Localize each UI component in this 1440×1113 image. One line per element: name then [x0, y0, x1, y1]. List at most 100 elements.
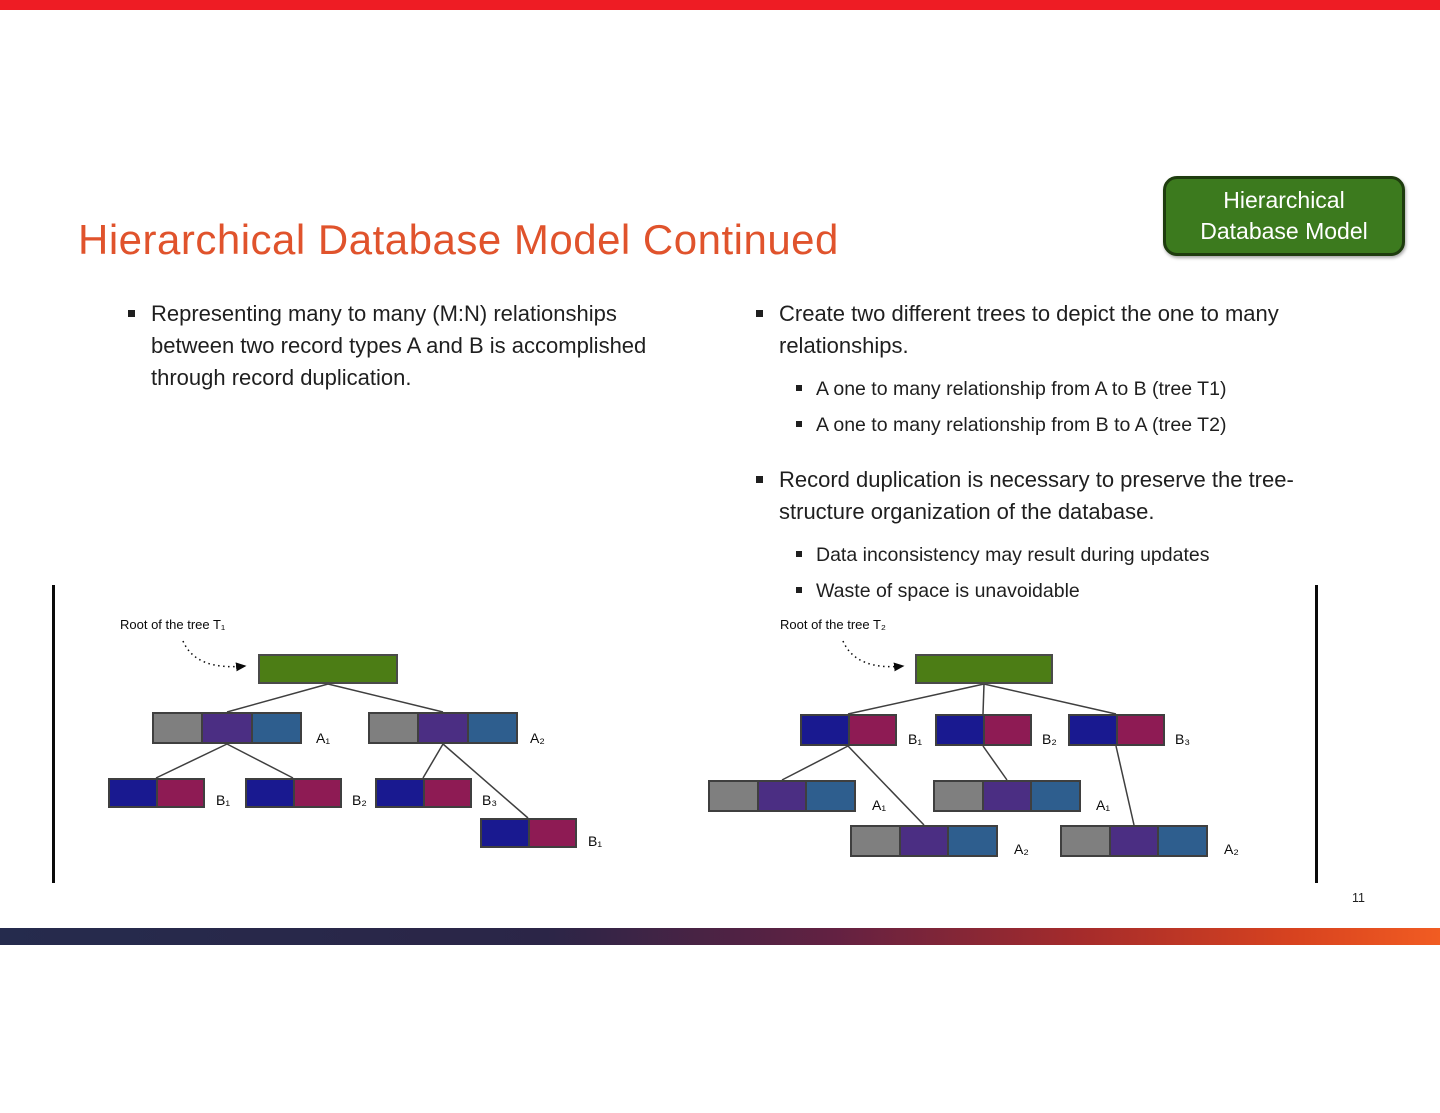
segment-maroon	[1115, 716, 1163, 744]
bottom-gradient-bar	[0, 928, 1440, 945]
bullet-item: A one to many relationship from A to B (…	[796, 376, 1368, 402]
tree-edge	[847, 745, 925, 826]
segment-purple	[756, 782, 806, 810]
t1-node-a1	[152, 712, 302, 744]
segment-navy	[377, 780, 423, 806]
bullet-text: Waste of space is unavoidable	[816, 580, 1080, 602]
segment-navy	[110, 780, 156, 806]
t1-root-label: Root of the tree T₁	[120, 617, 226, 632]
tree-edge	[847, 683, 985, 715]
segment-navy	[247, 780, 293, 806]
tree-edge	[781, 745, 849, 781]
bullet-marker	[796, 551, 802, 557]
t1-node-b3-label: B₃	[482, 792, 498, 808]
t2-node-b2-label: B₂	[1042, 731, 1057, 747]
t1-node-b3	[375, 778, 472, 808]
bullet-item: Record duplication is necessary to prese…	[756, 464, 1368, 528]
segment-navy	[937, 716, 983, 744]
t2-node-a1-first	[708, 780, 856, 812]
root-pointer-arrow	[842, 640, 905, 672]
segment-navy	[1070, 716, 1116, 744]
t1-node-a1-label: A₁	[316, 730, 331, 746]
bullet-marker	[756, 476, 763, 483]
bullet-text: Create two different trees to depict the…	[779, 301, 1279, 358]
bullet-text: A one to many relationship from A to B (…	[816, 378, 1227, 400]
bullet-item: Create two different trees to depict the…	[756, 298, 1368, 362]
bullet-item: Waste of space is unavoidable	[796, 578, 1368, 604]
page-number: 11	[1352, 891, 1365, 905]
bullet-marker	[796, 385, 802, 391]
root-pointer-arrow	[182, 640, 247, 672]
t2-node-b3-label: B₃	[1175, 731, 1191, 747]
tree-edge	[982, 745, 1008, 781]
segment-blue	[805, 782, 855, 810]
bullet-item: Representing many to many (M:N) relation…	[128, 298, 658, 394]
t2-node-a1-second	[933, 780, 1081, 812]
segment-maroon	[292, 780, 340, 806]
page-title: Hierarchical Database Model Continued	[78, 216, 839, 263]
t1-node-b2-label: B₂	[352, 792, 367, 808]
segment-gray	[154, 714, 202, 742]
segment-maroon	[527, 820, 575, 846]
segment-blue	[466, 714, 516, 742]
diagram-right-border	[1315, 585, 1318, 883]
t2-node-a2-second	[1060, 825, 1208, 857]
tree-edge	[155, 743, 228, 779]
bullet-column-left: Representing many to many (M:N) relation…	[128, 298, 658, 394]
t2-node-a2-first	[850, 825, 998, 857]
segment-gray	[370, 714, 418, 742]
t2-node-b3	[1068, 714, 1165, 746]
topic-badge-line2: Database Model	[1200, 218, 1368, 244]
t1-node-a2	[368, 712, 518, 744]
segment-navy	[482, 820, 528, 846]
segment-maroon	[422, 780, 470, 806]
bullet-marker	[756, 310, 763, 317]
t2-node-a1-first-label: A₁	[872, 797, 887, 813]
bullet-marker	[796, 587, 802, 593]
topic-badge-line1: Hierarchical	[1223, 187, 1345, 213]
top-red-bar	[0, 0, 1440, 10]
bullet-text: Record duplication is necessary to prese…	[779, 467, 1294, 524]
t1-node-b1-duplicate	[480, 818, 577, 848]
bullet-item: Data inconsistency may result during upd…	[796, 542, 1368, 568]
t2-root-label: Root of the tree T₂	[780, 617, 886, 632]
segment-purple	[898, 827, 948, 855]
tree-edge	[983, 683, 1117, 715]
t2-node-b1-label: B₁	[908, 731, 923, 747]
segment-gray	[852, 827, 899, 855]
segment-navy	[802, 716, 848, 744]
tree-edge	[982, 683, 985, 715]
segment-blue	[1157, 827, 1207, 855]
bullet-item: A one to many relationship from B to A (…	[796, 412, 1368, 438]
t2-node-b1	[800, 714, 897, 746]
t2-root-node	[915, 654, 1053, 684]
diagram-left-border	[52, 585, 55, 883]
bullet-text: Data inconsistency may result during upd…	[816, 544, 1210, 566]
t1-node-b1	[108, 778, 205, 808]
tree-edge	[327, 683, 444, 713]
segment-purple	[417, 714, 467, 742]
segment-purple	[981, 782, 1031, 810]
segment-gray	[1062, 827, 1109, 855]
t1-node-a2-label: A₂	[530, 730, 545, 746]
segment-maroon	[155, 780, 203, 806]
segment-gray	[710, 782, 757, 810]
t1-node-b2	[245, 778, 342, 808]
tree-edge	[1115, 745, 1135, 826]
segment-blue	[1030, 782, 1080, 810]
segment-gray	[935, 782, 982, 810]
t2-node-b2	[935, 714, 1032, 746]
tree-edge	[226, 743, 294, 779]
bullet-text: A one to many relationship from B to A (…	[816, 414, 1227, 436]
segment-blue	[947, 827, 997, 855]
bullet-column-right: Create two different trees to depict the…	[756, 298, 1368, 604]
t1-node-b1-label: B₁	[216, 792, 231, 808]
t1-root-node	[258, 654, 398, 684]
segment-purple	[201, 714, 251, 742]
segment-maroon	[847, 716, 895, 744]
topic-badge: Hierarchical Database Model	[1163, 176, 1405, 256]
tree-edge	[226, 683, 329, 713]
bullet-marker	[796, 421, 802, 427]
t2-node-a1-second-label: A₁	[1096, 797, 1111, 813]
